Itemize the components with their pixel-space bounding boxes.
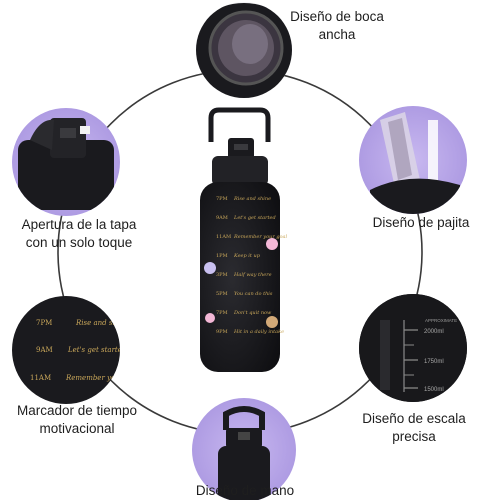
label-scale-line-1: Diseño de escala	[362, 411, 466, 426]
label-handle: Diseño de mano	[186, 482, 304, 500]
feature-circle-handle	[192, 398, 296, 500]
label-lid-open: Apertura de la tapa con un solo toque	[2, 216, 156, 252]
bottle-print-time: 7PM	[216, 310, 228, 316]
label-time-marker: Marcador de tiempo motivacional	[4, 402, 150, 438]
print-text-row-2: Let's get started	[67, 346, 127, 354]
label-straw-line-1: Diseño de pajita	[372, 215, 470, 230]
scale-mark-2000: 2000ml	[424, 329, 444, 335]
label-straw: Diseño de pajita	[366, 214, 476, 232]
bottle-print-motto: Half way there	[233, 272, 272, 278]
print-time-row-2: 9AM	[36, 346, 53, 354]
bottle-print-time: 1PM	[216, 253, 228, 259]
bottle-print-time: 3PM	[216, 272, 228, 278]
label-wide-mouth-line-2: ancha	[318, 27, 356, 42]
bottle-print-motto: Hit in a daily intake	[233, 329, 284, 335]
bottle-print-motto: Keep it up	[233, 253, 261, 259]
feature-circle-wide-mouth	[196, 2, 292, 98]
label-lid-open-line-1: Apertura de la tapa	[21, 217, 137, 232]
bottle-print-time: 5PM	[216, 291, 228, 297]
feature-circle-straw	[359, 106, 467, 214]
bottle-lid	[212, 156, 268, 186]
label-lid-open-line-2: con un solo toque	[25, 235, 133, 250]
bottle-print-time: 7PM	[216, 196, 228, 202]
sticker-star	[205, 313, 215, 323]
feature-circle-scale: APPROXIMATE 2000ml 1750ml 1500ml	[359, 294, 467, 402]
feature-circle-time-marker: 7PM Rise and shine 9AM Let's get started…	[12, 296, 140, 404]
print-text-row-3: Remember your goal	[65, 374, 140, 382]
bottle-print-motto: You can do this	[234, 291, 273, 297]
label-wide-mouth: Diseño de boca ancha	[278, 8, 396, 44]
bottle-body	[200, 182, 280, 372]
bottle-print-time: 11AM	[216, 234, 231, 240]
bottle-print-motto: Don't quit now	[233, 310, 272, 316]
sticker-flower	[204, 262, 216, 274]
feature-circle-lid-open	[12, 108, 120, 216]
print-time-row-1: 7PM	[36, 319, 52, 327]
label-time-marker-line-2: motivacional	[39, 421, 115, 436]
scale-mark-1750: 1750ml	[424, 359, 444, 365]
scale-mark-1500: 1500ml	[424, 387, 444, 393]
sticker-heart	[266, 238, 278, 250]
bottle-print: 7PM Rise and shine 9AM Let's get started 11A…	[216, 196, 288, 335]
bottle	[200, 107, 280, 372]
bottle-print-motto: Remember your goal	[233, 234, 288, 240]
label-time-marker-line-1: Marcador de tiempo	[16, 403, 138, 418]
label-scale-line-2: precisa	[392, 429, 436, 444]
bottle-print-time: 9PM	[216, 329, 228, 335]
label-scale: Diseño de escala precisa	[352, 410, 476, 446]
bottle-print-time: 9AM	[216, 215, 228, 221]
scale-small-label: APPROXIMATE	[425, 318, 457, 323]
bottle-print-motto: Let's get started	[233, 215, 276, 221]
label-handle-line-1: Diseño de mano	[195, 483, 295, 498]
bottle-print-motto: Rise and shine	[233, 196, 271, 202]
label-wide-mouth-line-1: Diseño de boca	[290, 9, 384, 24]
print-time-row-3: 11AM	[30, 374, 51, 382]
print-text-row-1: Rise and shine	[75, 319, 128, 327]
sticker-bear	[266, 316, 278, 328]
